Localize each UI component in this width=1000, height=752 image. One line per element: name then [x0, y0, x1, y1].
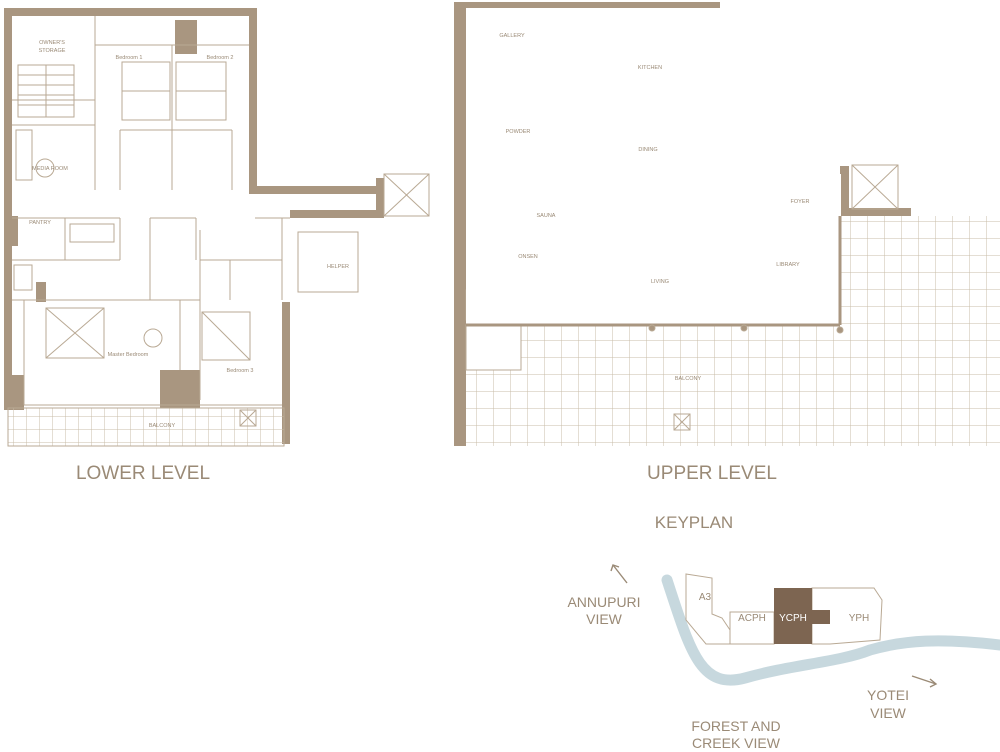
unit-label-acph: ACPH — [738, 613, 766, 624]
room-label-owners-storage-1: OWNER'S — [39, 40, 65, 46]
yotei-arrow-icon — [911, 675, 937, 685]
room-label-powder: POWDER — [506, 129, 531, 135]
unit-label-a3: A3 — [699, 592, 712, 603]
room-label-pantry: PANTRY — [29, 220, 51, 226]
upper-level-title: UPPER LEVEL — [647, 463, 777, 484]
room-label-media-room: MEDIA ROOM — [32, 166, 68, 172]
room-label-bedroom-1: Bedroom 1 — [116, 55, 143, 61]
lower-balcony — [7, 407, 285, 447]
unit-ycph — [774, 588, 812, 644]
room-label-sauna: SAUNA — [537, 213, 556, 219]
room-label-bedroom-2: Bedroom 2 — [207, 55, 234, 61]
view-label-yotei-2: VIEW — [870, 705, 907, 721]
lower-level-title: LOWER LEVEL — [76, 463, 210, 484]
keyplan: A3 ACPH YCPH YPH ANNUPURI VIEW YOTEI VIE… — [567, 564, 1000, 751]
unit-a3 — [685, 573, 731, 645]
room-label-onsen: ONSEN — [518, 254, 538, 260]
unit-label-yph: YPH — [849, 613, 870, 624]
upper-room-labels: GALLERY KITCHEN POWDER DINING FOYER SAUN… — [499, 33, 809, 382]
room-label-lower-balcony: BALCONY — [149, 423, 176, 429]
room-label-upper-balcony: BALCONY — [675, 376, 702, 382]
room-label-library: LIBRARY — [776, 262, 800, 268]
room-label-owners-storage-2: STORAGE — [39, 48, 66, 54]
lower-level-plan — [4, 8, 430, 447]
view-label-annupuri-2: VIEW — [586, 611, 623, 627]
room-label-dining: DINING — [638, 147, 657, 153]
upper-level-plan — [454, 2, 1000, 446]
view-label-annupuri-1: ANNUPURI — [567, 594, 640, 610]
room-label-foyer: FOYER — [791, 199, 810, 205]
view-label-forest-2: CREEK VIEW — [692, 735, 781, 751]
room-label-master-bedroom: Master Bedroom — [108, 352, 149, 358]
keyplan-title: KEYPLAN — [655, 513, 733, 532]
lower-stair — [17, 64, 75, 118]
unit-label-ycph: YCPH — [779, 613, 807, 624]
view-label-forest-1: FOREST AND — [691, 718, 780, 734]
lower-outer-walls — [4, 8, 384, 444]
room-label-helper: HELPER — [327, 264, 349, 270]
room-label-gallery: GALLERY — [499, 33, 525, 39]
room-label-bedroom-3: Bedroom 3 — [227, 368, 254, 374]
view-label-yotei-1: YOTEI — [867, 687, 909, 703]
room-label-living: LIVING — [651, 279, 669, 285]
room-label-kitchen: KITCHEN — [638, 65, 662, 71]
creek-path — [661, 574, 1000, 686]
annupuri-arrow-icon — [612, 564, 628, 584]
lower-room-labels: OWNER'S STORAGE Bedroom 1 Bedroom 2 MEDI… — [29, 40, 349, 429]
